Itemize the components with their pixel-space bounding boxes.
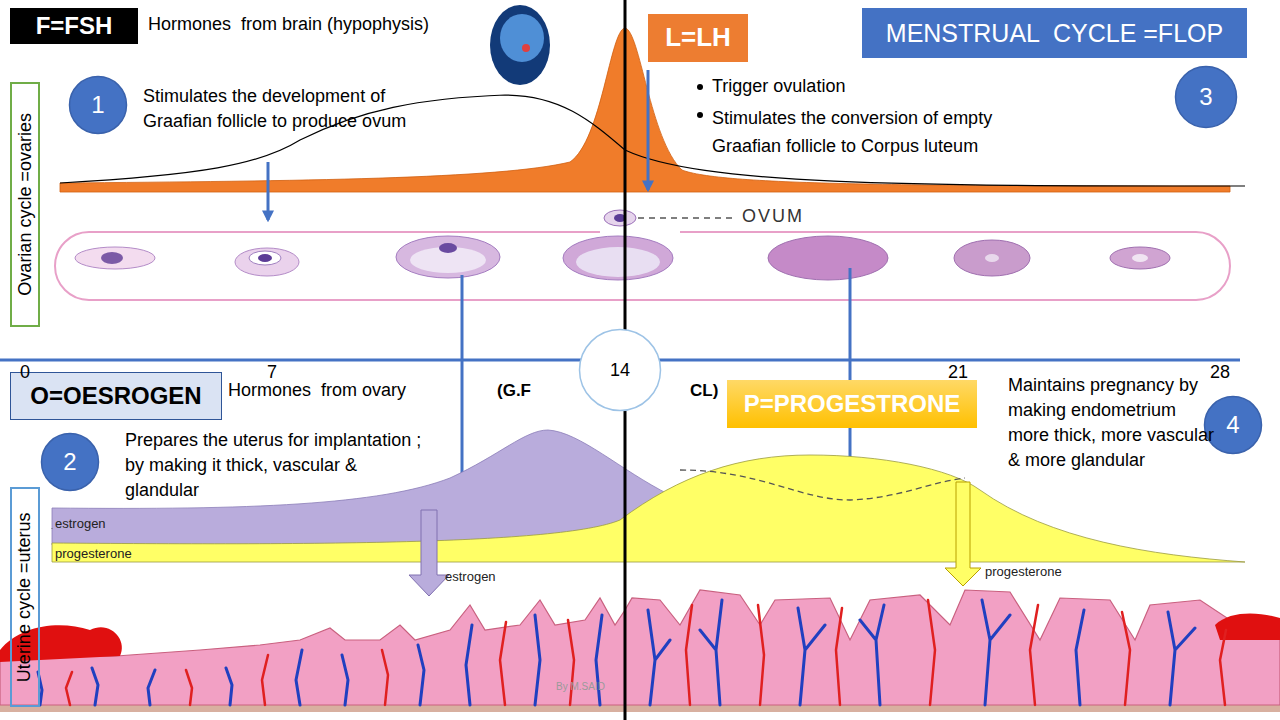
circle-shape bbox=[580, 330, 661, 411]
source-note: Hormones from ovary bbox=[228, 380, 406, 402]
ovum-shape bbox=[604, 210, 636, 226]
ovum-label: OVUM bbox=[742, 206, 804, 228]
graafian-follicle bbox=[563, 236, 673, 280]
endometrium bbox=[0, 590, 1280, 705]
corpus-luteum bbox=[954, 240, 1030, 276]
node-text: 1 bbox=[91, 91, 104, 119]
phase-label: (G.F bbox=[497, 381, 531, 401]
node-text: 14 bbox=[610, 360, 630, 381]
ovary-band bbox=[55, 232, 1230, 300]
estrogen-second-rise bbox=[680, 470, 965, 500]
day-number: 21 bbox=[948, 362, 968, 384]
day-circle: 14 bbox=[578, 328, 662, 412]
hypophysis-dot bbox=[522, 44, 530, 52]
hormone-title: F=FSH bbox=[10, 8, 138, 44]
fsh-arrow bbox=[267, 162, 270, 220]
node-text: 3 bbox=[1199, 83, 1212, 111]
node-text: F=FSH bbox=[36, 12, 113, 40]
arrow-label: progesterone bbox=[985, 564, 1062, 580]
node-text: Uterine cycle =uterus bbox=[15, 512, 36, 682]
luteum-center bbox=[985, 254, 999, 262]
node-text: 4 bbox=[1226, 411, 1239, 439]
corpus-luteum bbox=[768, 236, 888, 280]
hormone-title: P=PROGESTRONE bbox=[727, 380, 977, 428]
growing-follicle bbox=[235, 248, 299, 276]
tick bbox=[52, 528, 53, 529]
zona bbox=[249, 251, 281, 265]
primary-follicle bbox=[75, 247, 155, 269]
brain-head bbox=[490, 5, 550, 85]
veins bbox=[38, 600, 1195, 705]
progesterone-arrow bbox=[945, 482, 981, 586]
brain-shape bbox=[500, 14, 544, 62]
follicle-arrow bbox=[461, 275, 464, 500]
arteries bbox=[66, 600, 1226, 705]
lh-effect: Stimulates the conversion of empty Graaf… bbox=[712, 104, 1062, 160]
watermark: By M.SAID bbox=[556, 681, 605, 693]
callout-number: 3 bbox=[1174, 65, 1238, 129]
source-note: Hormones from brain (hypophysis) bbox=[148, 14, 429, 36]
antrum bbox=[576, 247, 660, 277]
oocyte bbox=[439, 243, 457, 253]
lh-arrow bbox=[647, 70, 650, 190]
circle-shape bbox=[1176, 67, 1237, 128]
luteum-center bbox=[1132, 254, 1148, 262]
estrogen-effect: Prepares the uterus for implantation ; b… bbox=[125, 428, 425, 503]
bullet bbox=[697, 84, 703, 90]
oocyte bbox=[258, 254, 272, 262]
circle-shape bbox=[70, 77, 127, 134]
fsh-curve bbox=[60, 95, 1245, 186]
title-box: MENSTRUAL CYCLE =FLOP bbox=[862, 8, 1247, 58]
cycle-band: Ovarian cycle =ovaries bbox=[10, 82, 40, 327]
hormone-title: L=LH bbox=[648, 14, 748, 62]
day-number: 0 bbox=[20, 362, 30, 384]
phase-label: CL) bbox=[690, 381, 718, 401]
secondary-follicle bbox=[396, 236, 500, 278]
oocyte bbox=[101, 252, 123, 264]
fsh-effect: Stimulates the development of Graafian f… bbox=[143, 84, 443, 134]
callout-number: 1 bbox=[68, 75, 128, 135]
ovum-leader bbox=[638, 217, 736, 219]
node-text: P=PROGESTRONE bbox=[744, 390, 961, 418]
day-number: 28 bbox=[1210, 362, 1230, 384]
cycle-band: Uterine cycle =uterus bbox=[10, 487, 40, 707]
callout-number: 2 bbox=[40, 432, 100, 492]
curve-label: estrogen bbox=[55, 516, 106, 532]
bullet bbox=[697, 112, 703, 118]
lh-effect: Trigger ovulation bbox=[712, 76, 845, 98]
node-text: 2 bbox=[63, 448, 76, 476]
corpus-albicans bbox=[1110, 247, 1170, 269]
node-text: L=LH bbox=[665, 23, 731, 53]
arrow-label: estrogen bbox=[445, 569, 496, 585]
node-text: MENSTRUAL CYCLE =FLOP bbox=[886, 19, 1223, 48]
node-text: O=OESROGEN bbox=[30, 382, 201, 410]
curve-label: progesterone bbox=[55, 546, 132, 562]
node-text: Ovarian cycle =ovaries bbox=[15, 113, 36, 296]
circle-shape bbox=[42, 434, 99, 491]
estrogen-arrow bbox=[409, 510, 449, 596]
progesterone-effect: Maintains pregnancy by making endometriu… bbox=[1008, 373, 1220, 473]
hormone-title: O=OESROGEN bbox=[10, 372, 222, 420]
